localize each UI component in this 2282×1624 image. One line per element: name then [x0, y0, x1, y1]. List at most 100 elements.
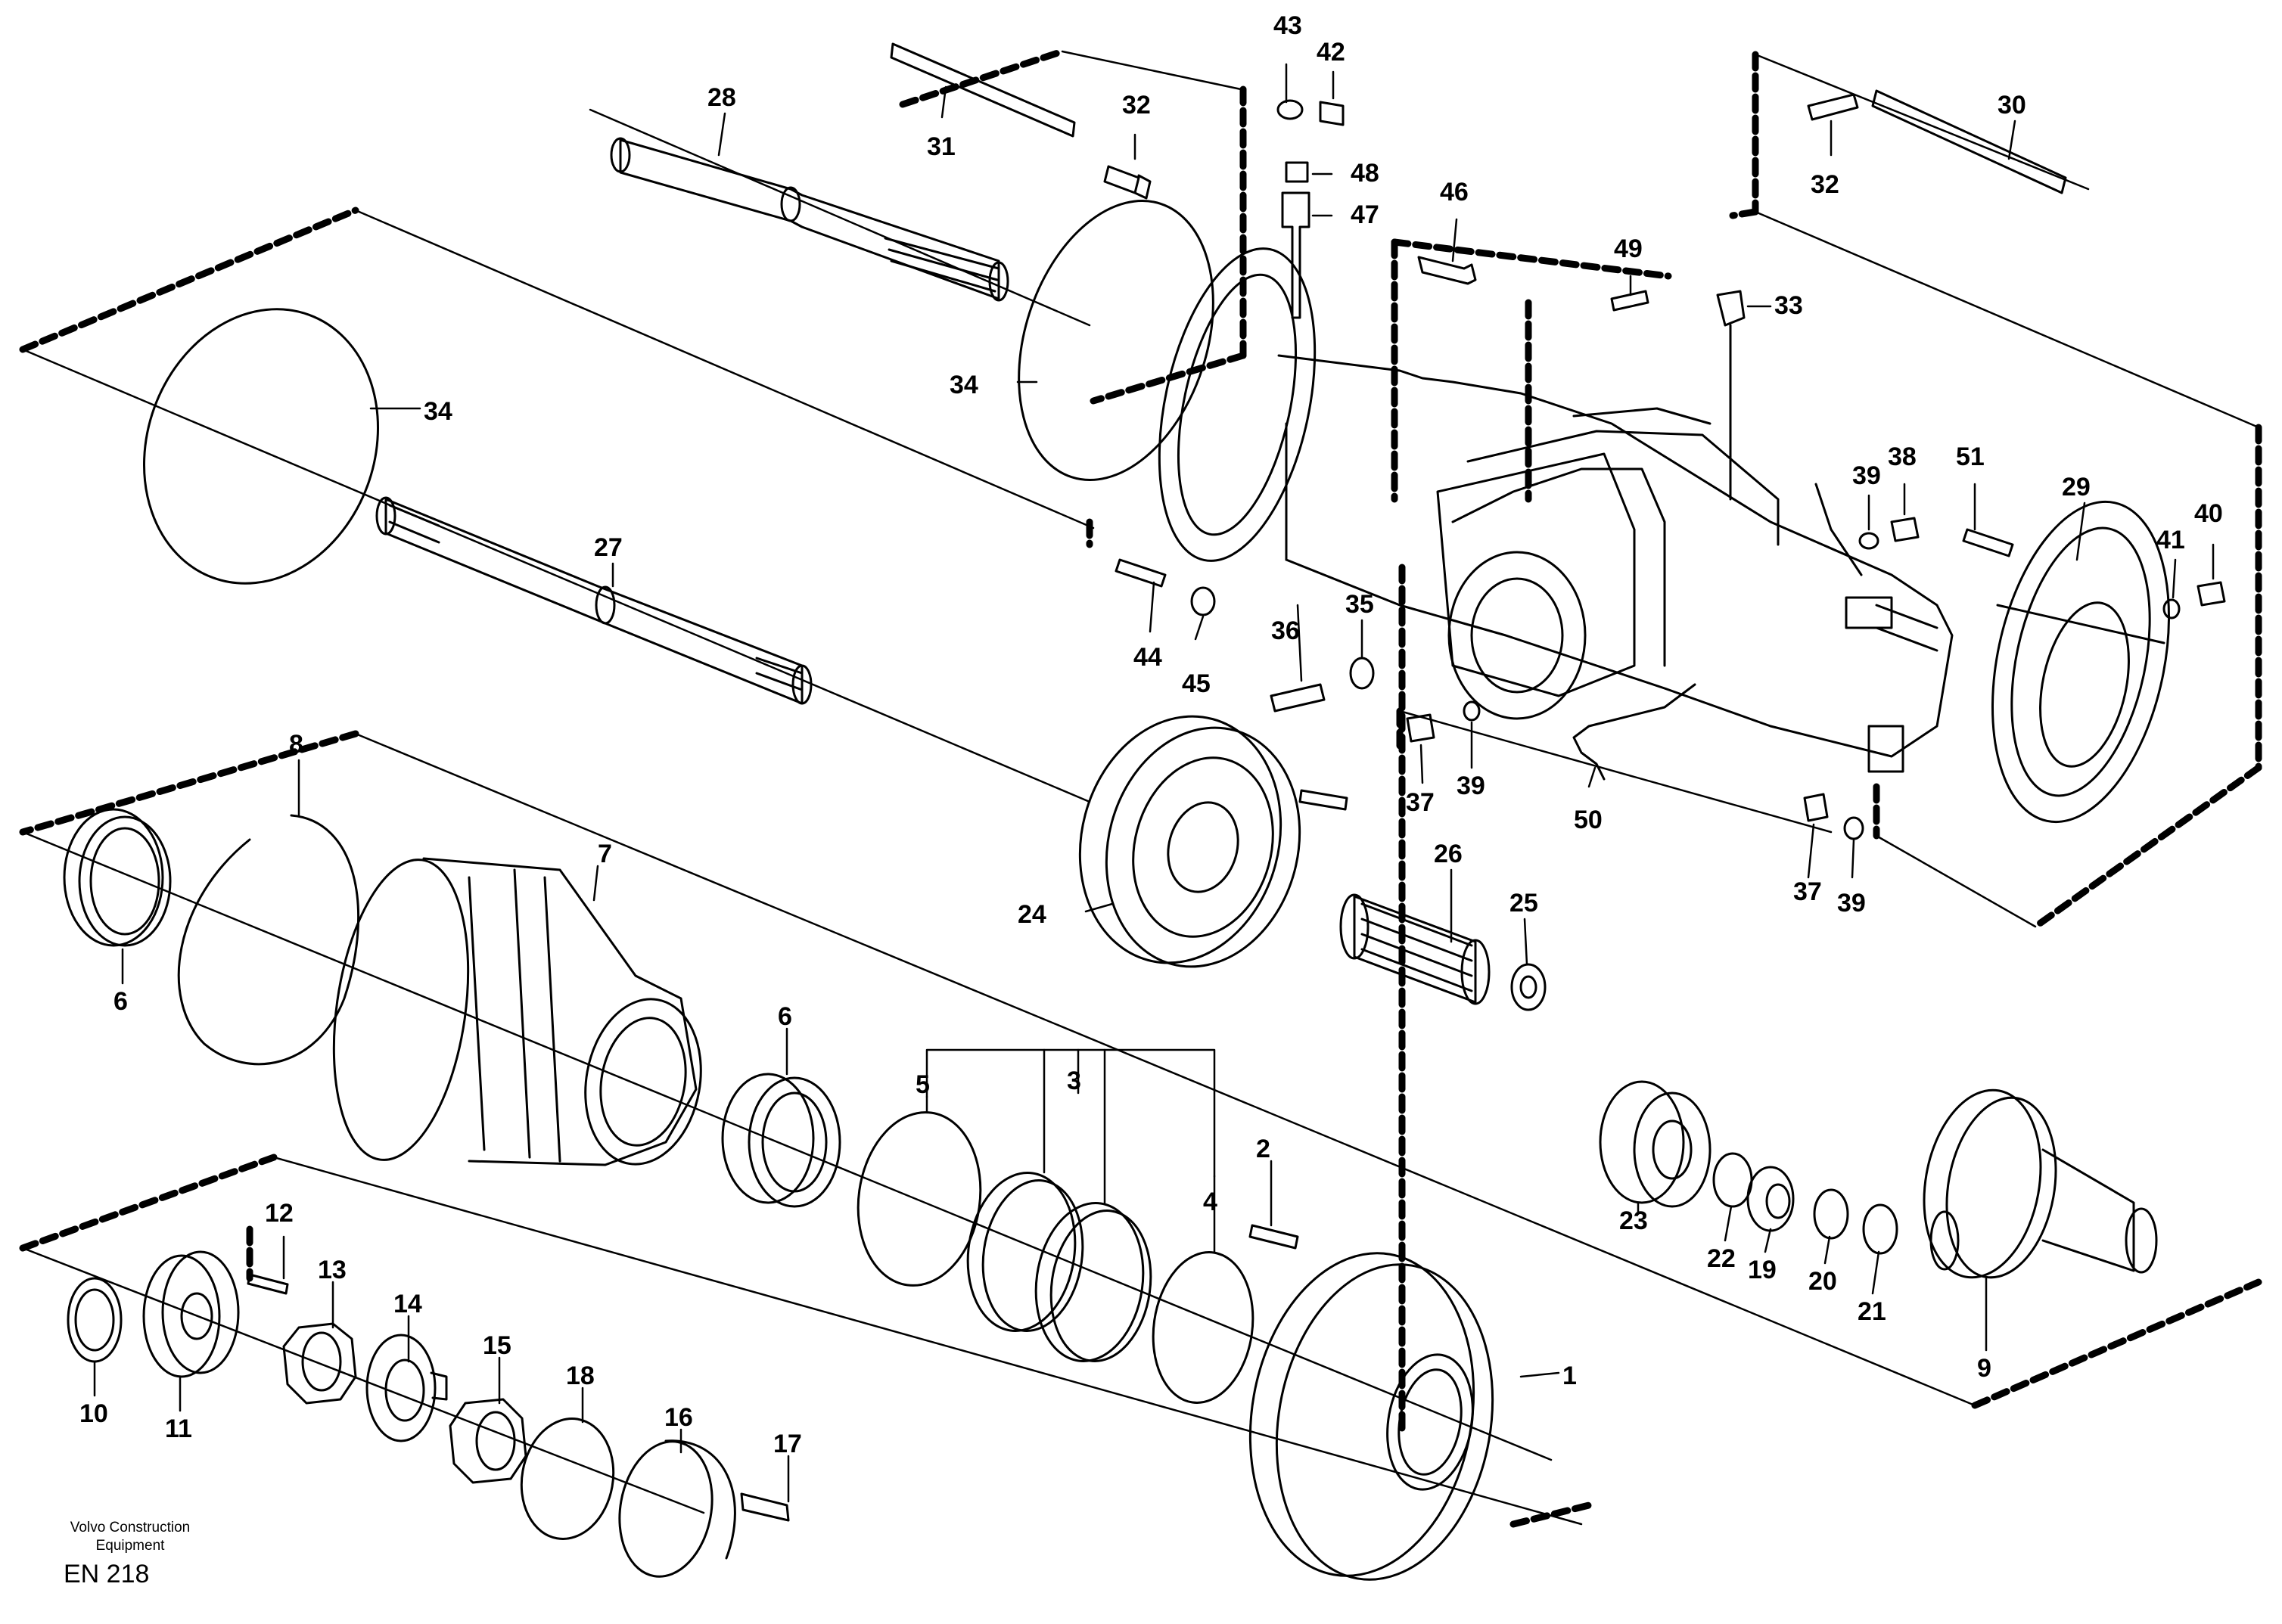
o-ring-39-right [1843, 816, 1864, 840]
callout-24: 24 [1018, 900, 1046, 929]
callout-37-left: 37 [1406, 788, 1435, 817]
callout-46: 46 [1440, 178, 1469, 206]
callout-5: 5 [916, 1070, 930, 1099]
callout-47: 47 [1351, 200, 1379, 229]
o-ring-34-left [142, 308, 380, 585]
callout-25: 25 [1509, 889, 1538, 918]
callout-26: 26 [1434, 840, 1463, 868]
nut-15 [449, 1398, 527, 1484]
callout-1: 1 [1562, 1362, 1577, 1390]
callout-30: 30 [1998, 91, 2026, 120]
callout-21: 21 [1858, 1297, 1886, 1326]
callout-41: 41 [2156, 526, 2185, 554]
hub-cap-11 [142, 1250, 240, 1378]
snap-ring-8 [177, 814, 360, 1066]
snap-ring-22 [1712, 1152, 1753, 1208]
callout-10: 10 [79, 1399, 108, 1428]
bolt-17 [740, 1492, 790, 1522]
o-ring-41 [2162, 598, 2181, 619]
pin-12 [247, 1273, 289, 1295]
bolt-51 [1962, 528, 2014, 557]
breather-pipe-50 [1572, 683, 1696, 781]
nut-13 [282, 1322, 357, 1405]
callout-51: 51 [1956, 442, 1985, 471]
callout-37-right: 37 [1793, 877, 1822, 906]
callout-39-upper: 39 [1852, 461, 1881, 490]
wheel-hub-housing-7 [332, 857, 702, 1166]
drawing-code: EN 218 [64, 1560, 150, 1588]
washer-35 [1349, 657, 1375, 690]
bolt-36 [1270, 683, 1326, 713]
pipe-30 [1871, 89, 2067, 194]
callout-16: 16 [664, 1403, 693, 1432]
bolt-32-right [1807, 93, 1859, 121]
callout-43: 43 [1273, 11, 1302, 40]
callout-labels: 1 2 3 4 5 6 6 7 8 9 10 11 12 13 14 15 16… [79, 11, 2223, 1458]
leader-lines [93, 63, 2215, 1503]
pipe-31 [890, 42, 1076, 138]
snap-ring-21 [1862, 1203, 1898, 1255]
callout-49: 49 [1614, 234, 1643, 263]
wheel-hub-1 [1248, 1252, 1494, 1581]
bearing-6 [721, 1073, 841, 1208]
callout-34-right: 34 [950, 371, 978, 399]
callout-28: 28 [707, 83, 736, 112]
o-ring-34-right [1018, 200, 1214, 481]
callout-20: 20 [1808, 1267, 1837, 1296]
gear-19 [1746, 1166, 1795, 1232]
callout-11: 11 [165, 1414, 192, 1443]
bolt-46 [1417, 256, 1477, 285]
callout-18: 18 [566, 1362, 595, 1390]
cap-48 [1285, 161, 1309, 183]
publisher-credit: Volvo Construction Equipment [32, 1519, 229, 1555]
frame-edges [21, 50, 2260, 1526]
plug-40 [2197, 581, 2226, 607]
stud-44 [1115, 558, 1167, 588]
callout-13: 13 [318, 1256, 347, 1284]
callout-39-right: 39 [1837, 889, 1866, 918]
planet-carrier-9 [1923, 1088, 2158, 1279]
sensor-33 [1716, 290, 1746, 501]
sun-gear-26 [1339, 893, 1491, 1005]
callout-15: 15 [483, 1331, 511, 1360]
callout-6-bearing: 6 [778, 1002, 792, 1031]
ring-3a [966, 1172, 1077, 1332]
planet-gear-23 [1599, 1080, 1712, 1208]
callout-39-left: 39 [1457, 772, 1485, 800]
bolt-2 [1248, 1224, 1299, 1250]
callout-8: 8 [289, 730, 303, 759]
callout-4: 4 [1203, 1188, 1217, 1216]
thrust-washer-25 [1510, 963, 1547, 1011]
callout-3: 3 [1067, 1067, 1081, 1095]
o-ring-4 [1152, 1251, 1254, 1404]
callout-33: 33 [1774, 291, 1803, 320]
callout-2: 2 [1256, 1135, 1270, 1163]
pin-24 [1298, 789, 1348, 811]
callout-17: 17 [773, 1430, 802, 1458]
o-ring-5 [857, 1111, 982, 1287]
callout-9: 9 [1977, 1354, 1991, 1383]
bolt-32-left [1103, 165, 1152, 200]
callout-7: 7 [598, 840, 612, 868]
ring-3b [1034, 1202, 1145, 1362]
plug-38 [1890, 517, 1920, 542]
callout-36: 36 [1271, 616, 1300, 645]
sensor-47 [1281, 191, 1310, 319]
callout-50: 50 [1574, 806, 1603, 834]
seal-6-left [63, 808, 172, 947]
o-ring-39-upper [1858, 532, 1879, 550]
callout-22: 22 [1707, 1244, 1736, 1273]
callout-32-left: 32 [1122, 91, 1151, 120]
publisher-line-1: Volvo Construction [70, 1520, 191, 1536]
callout-35: 35 [1345, 590, 1374, 619]
o-ring-39-left [1463, 700, 1481, 722]
plug-37-right [1803, 793, 1829, 822]
callout-42: 42 [1317, 38, 1345, 67]
callout-31: 31 [927, 132, 956, 161]
o-ring-18 [520, 1418, 615, 1540]
callout-29: 29 [2062, 473, 2091, 501]
assembly-frames [19, 48, 2262, 1528]
nut-45 [1190, 586, 1216, 616]
callout-14: 14 [393, 1290, 422, 1318]
